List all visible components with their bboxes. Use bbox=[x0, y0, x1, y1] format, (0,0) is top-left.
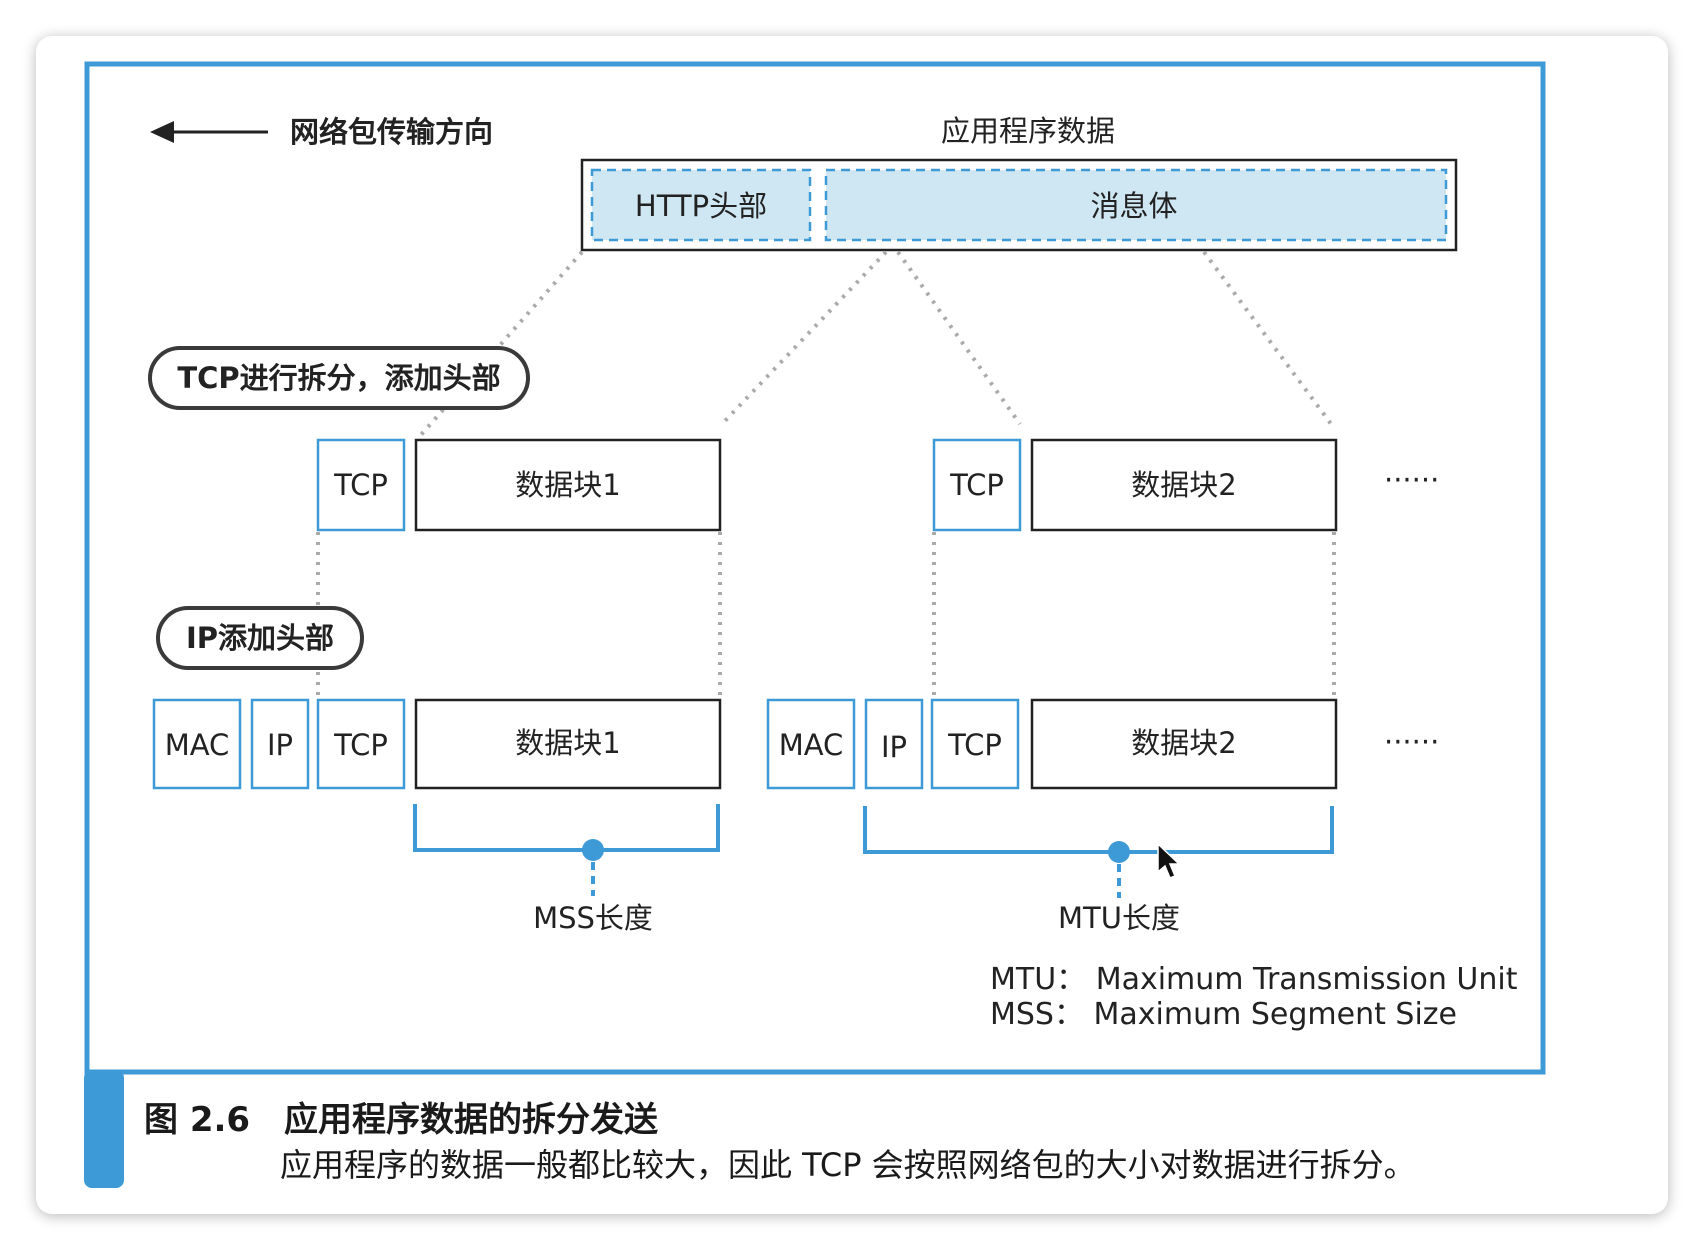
data-chunk-label-1: 数据块1 bbox=[515, 468, 620, 502]
tcp-header-box-1 bbox=[316, 438, 406, 532]
tcp-header-label-4: TCP bbox=[947, 728, 1002, 762]
tcp-header-box-3 bbox=[316, 698, 406, 790]
data-chunk-box-3 bbox=[414, 698, 722, 790]
mss-bracket bbox=[413, 804, 720, 896]
data-chunk-label-3: 数据块1 bbox=[515, 726, 620, 760]
data-chunk-box-1 bbox=[414, 438, 722, 532]
mss-length-label: MSS长度 bbox=[533, 901, 653, 935]
ip-add-pill bbox=[156, 606, 364, 670]
message-body-label: 消息体 bbox=[1090, 189, 1177, 223]
data-chunk-label-4: 数据块2 bbox=[1131, 726, 1236, 760]
tcp-split-label: TCP进行拆分，添加头部 bbox=[177, 361, 500, 395]
caption-description: 应用程序的数据一般都比较大，因此 TCP 会按照网络包的大小对数据进行拆分。 bbox=[280, 1146, 1416, 1184]
ip-header-label-2: IP bbox=[881, 730, 907, 764]
caption-number: 图 2.6 bbox=[144, 1100, 251, 1140]
http-header-box bbox=[590, 168, 812, 242]
caption-title-row: 图 2.6 应用程序数据的拆分发送 bbox=[144, 1092, 658, 1141]
data-chunk-box-4 bbox=[1030, 698, 1338, 790]
tcp-header-label-2: TCP bbox=[949, 468, 1004, 502]
mac-header-label-2: MAC bbox=[779, 728, 844, 762]
direction-arrow bbox=[150, 121, 268, 143]
data-chunk-label-2: 数据块2 bbox=[1131, 468, 1236, 502]
mac-header-box-1 bbox=[152, 698, 242, 790]
mac-header-label-1: MAC bbox=[165, 728, 230, 762]
caption-accent-bar bbox=[84, 1070, 124, 1188]
ip-header-label-1: IP bbox=[267, 728, 293, 762]
ellipsis-row-2: ······ bbox=[1384, 725, 1439, 759]
direction-label: 网络包传输方向 bbox=[290, 115, 493, 149]
tcp-header-label-1: TCP bbox=[333, 468, 388, 502]
legend-mtu: MTU： Maximum Transmission Unit bbox=[990, 962, 1518, 997]
message-body-box bbox=[824, 168, 1448, 242]
mtu-length-label: MTU长度 bbox=[1058, 901, 1180, 935]
app-data-label: 应用程序数据 bbox=[941, 114, 1115, 148]
diagram-frame bbox=[84, 61, 1546, 1075]
tcp-header-box-4 bbox=[930, 698, 1020, 790]
ellipsis-row-1: ······ bbox=[1384, 463, 1439, 497]
mtu-bracket bbox=[863, 806, 1334, 898]
ip-header-box-2 bbox=[864, 698, 924, 790]
legend-mss: MSS： Maximum Segment Size bbox=[990, 997, 1457, 1032]
mouse-cursor-icon bbox=[1157, 842, 1181, 879]
tcp-split-pill bbox=[148, 346, 530, 410]
tcp-header-box-2 bbox=[932, 438, 1022, 532]
ip-add-label: IP添加头部 bbox=[186, 621, 334, 655]
data-chunk-box-2 bbox=[1030, 438, 1338, 532]
ip-header-box-1 bbox=[250, 698, 310, 790]
http-header-label: HTTP头部 bbox=[635, 189, 767, 223]
tcp-header-label-3: TCP bbox=[333, 728, 388, 762]
caption-title: 应用程序数据的拆分发送 bbox=[284, 1100, 658, 1140]
mac-header-box-2 bbox=[766, 698, 856, 790]
